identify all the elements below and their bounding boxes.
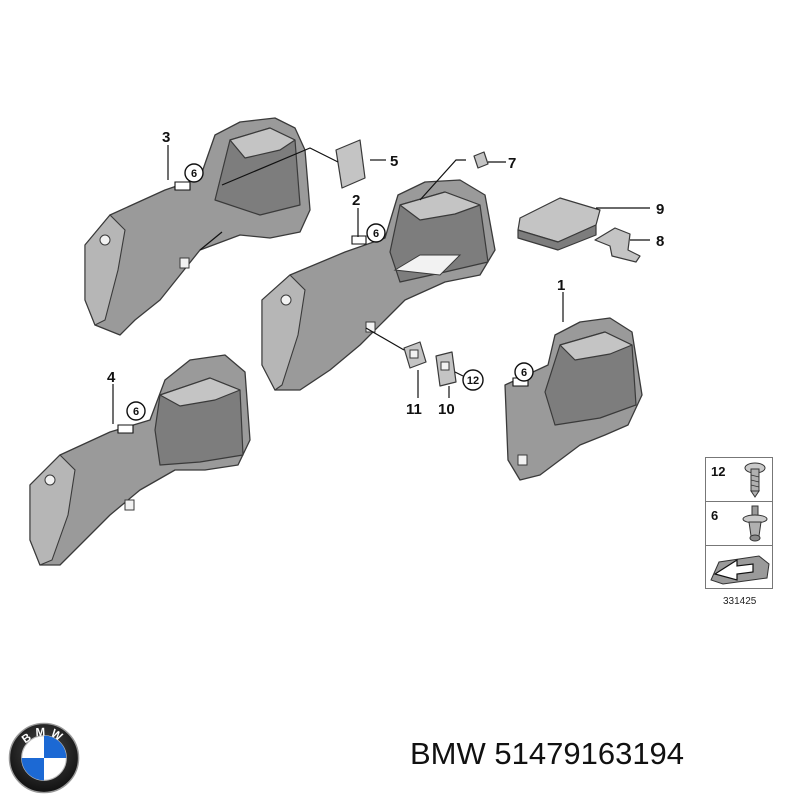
bmw-logo-icon: BMW — [8, 722, 80, 794]
brand-part-number: BMW 51479163194 — [410, 736, 684, 772]
screw-icon — [744, 462, 766, 498]
circle-label-6-part2: 6 — [366, 223, 386, 243]
brand-name: BMW — [410, 736, 486, 771]
part-5-cover — [335, 139, 366, 189]
callout-5: 5 — [390, 153, 398, 170]
callout-2: 2 — [352, 192, 360, 209]
part-10-clip — [435, 351, 457, 387]
circle-label-12: 12 — [462, 369, 484, 391]
circle-label-6-part1: 6 — [514, 362, 534, 382]
legend-number-12: 12 — [711, 464, 726, 479]
svg-text:6: 6 — [191, 168, 197, 180]
callout-4: 4 — [107, 369, 116, 386]
part-11-clip — [403, 341, 427, 369]
circle-label-6-part3: 6 — [184, 163, 204, 183]
svg-text:12: 12 — [467, 375, 479, 387]
parts-diagram: 3 2 4 1 5 7 9 8 11 10 6 6 6 6 12 — [29, 117, 664, 566]
svg-text:6: 6 — [133, 406, 139, 418]
callout-10: 10 — [438, 401, 455, 418]
part-number: 51479163194 — [494, 736, 685, 771]
part-2-trim-panel — [261, 179, 496, 391]
callout-7: 7 — [508, 155, 516, 172]
part-1-trim-panel — [504, 317, 643, 481]
part-8-bracket — [594, 227, 641, 263]
legend-row-12: 12 — [706, 458, 772, 502]
svg-text:6: 6 — [373, 228, 379, 240]
part-9-bracket — [517, 197, 601, 251]
callout-labels: 3 2 4 1 5 7 9 8 11 10 — [107, 129, 664, 418]
leader-lines — [112, 145, 650, 424]
legend-number-6: 6 — [711, 508, 719, 523]
orientation-arrow-icon — [710, 555, 770, 585]
legend-row-6: 6 — [706, 502, 772, 546]
callout-1: 1 — [557, 277, 565, 294]
callout-8: 8 — [656, 233, 664, 250]
part-7-clip — [473, 151, 489, 169]
diagram-number: 331425 — [723, 596, 757, 607]
callout-3: 3 — [162, 129, 170, 146]
callout-11: 11 — [406, 401, 422, 418]
circle-label-6-part4: 6 — [126, 401, 146, 421]
legend-row-orientation — [706, 546, 772, 589]
fastener-legend: 12 6 — [705, 457, 773, 589]
callout-9: 9 — [656, 201, 664, 218]
part-4-trim-panel — [29, 354, 251, 566]
svg-text:6: 6 — [521, 367, 527, 379]
push-clip-icon — [742, 505, 768, 542]
